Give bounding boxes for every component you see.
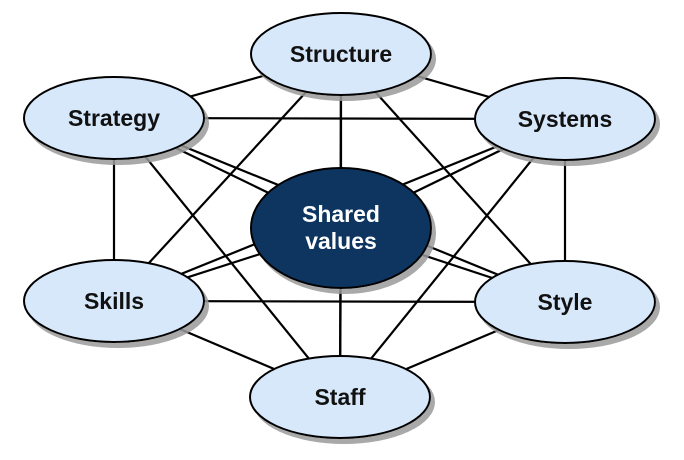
connector-systems-staff [339,118,566,398]
nodes: Structure Systems Style Staff Skills Str… [23,12,656,439]
center-label-line-1: Shared [302,201,380,227]
node-systems-shape [474,77,656,161]
center-node-shape [250,167,432,289]
node-systems: Systems [474,77,656,161]
node-strategy-label: Strategy [68,105,160,131]
node-strategy-shape [23,76,205,160]
node-structure: Structure [250,12,432,96]
node-staff-shape [249,355,431,439]
node-skills-label: Skills [84,288,144,314]
connector-structure-style [340,53,566,303]
node-structure-shape [250,12,432,96]
center-label-line-2: values [305,228,377,254]
node-strategy: Strategy [23,76,205,160]
node-style-shape [474,260,656,344]
node-structure-label: Structure [290,41,392,67]
node-systems-label: Systems [518,106,613,132]
node-staff: Staff [249,355,431,439]
node-staff-label: Staff [314,384,365,410]
connector-structure-skills [113,53,342,302]
node-skills-shape [23,259,205,343]
node-style: Style [474,260,656,344]
connector-staff-strategy [113,117,341,398]
node-style-label: Style [538,289,593,315]
center-node-shared-values: Shared values [250,167,432,289]
node-skills: Skills [23,259,205,343]
